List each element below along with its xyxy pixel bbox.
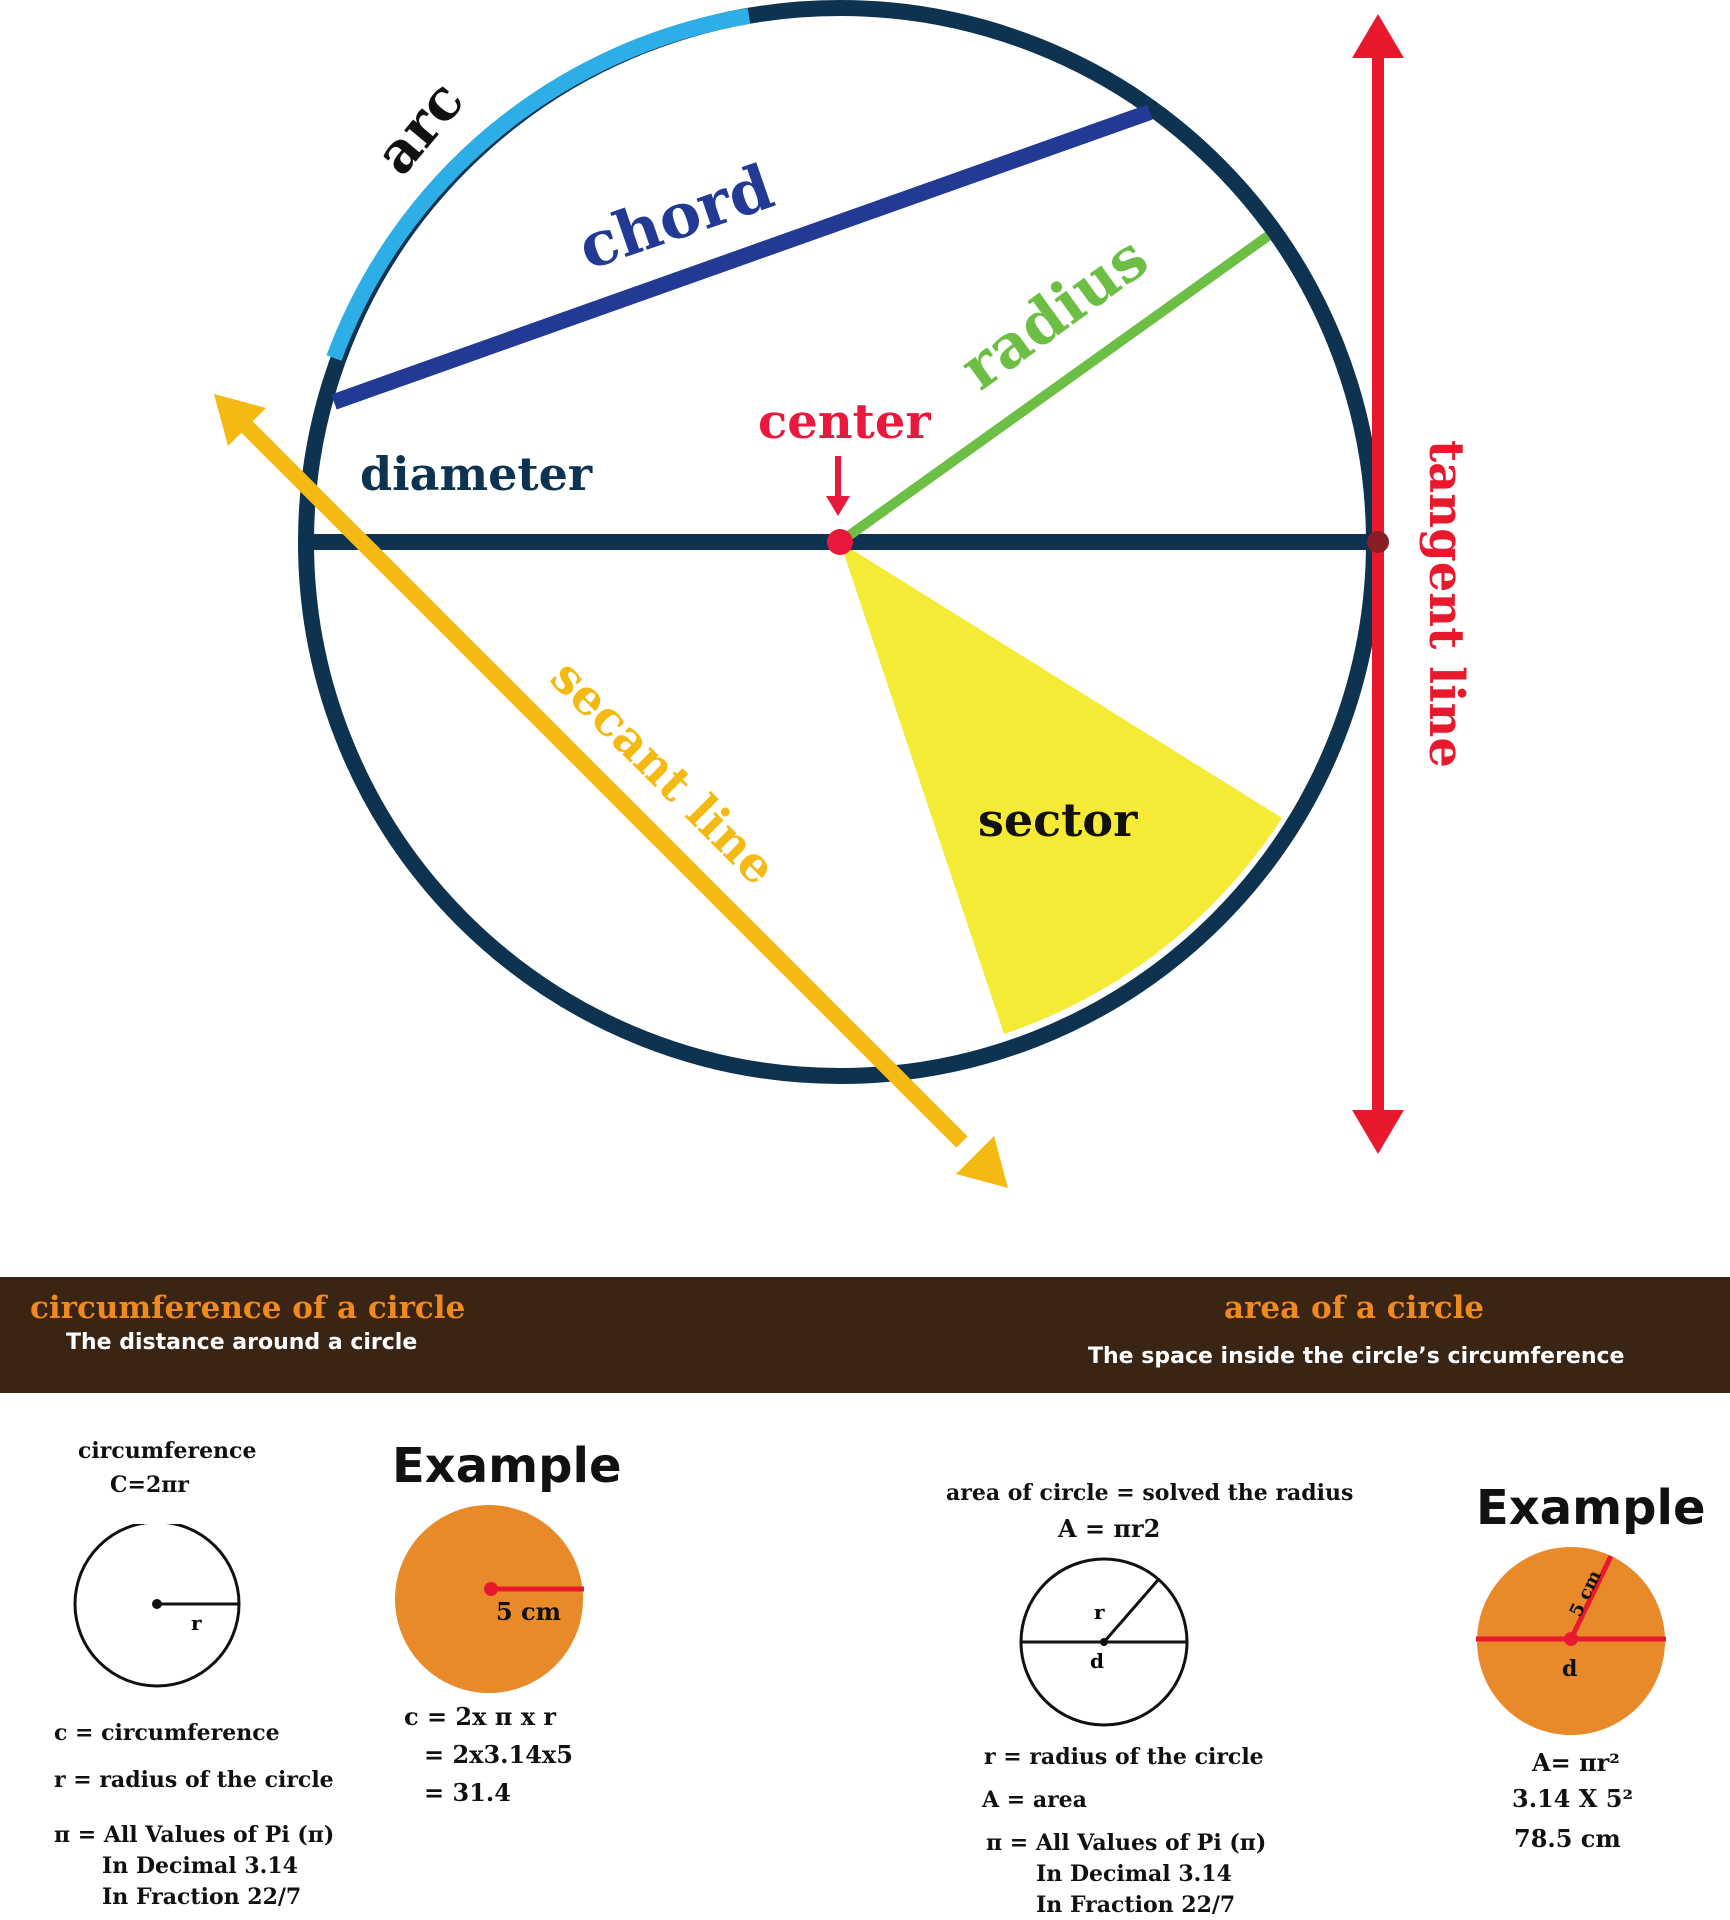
area-example-title: Example bbox=[1476, 1480, 1706, 1536]
area-calc-line-2: 3.14 X 5² bbox=[1512, 1784, 1633, 1813]
formula-header-band: circumference of a circle The distance a… bbox=[0, 1277, 1730, 1393]
secant-line bbox=[226, 406, 968, 1148]
calc-line-3: = 31.4 bbox=[424, 1778, 511, 1807]
calc-line-2: = 2x3.14x5 bbox=[424, 1740, 573, 1769]
arc-segment bbox=[326, 8, 751, 361]
area-example-d-label: d bbox=[1562, 1656, 1577, 1682]
circumference-formula: C=2πr bbox=[110, 1472, 189, 1498]
area-d-label: d bbox=[1090, 1649, 1104, 1673]
tangent-arrowhead-bottom bbox=[1352, 1110, 1404, 1154]
area-title: area of a circle bbox=[1224, 1290, 1485, 1326]
legend-r: r = radius of the circle bbox=[54, 1767, 334, 1793]
calc-line-1: c = 2x π x r bbox=[404, 1702, 557, 1731]
circumference-example-diagram: 5 cm bbox=[395, 1505, 584, 1693]
circumference-title: circumference of a circle bbox=[30, 1290, 466, 1326]
area-example-diagram: 5 cm d bbox=[1476, 1547, 1666, 1735]
chord-line bbox=[331, 104, 1153, 410]
tangent-arrowhead-top bbox=[1352, 14, 1404, 58]
legend-c: c = circumference bbox=[54, 1720, 280, 1746]
center-point bbox=[827, 529, 853, 555]
area-r-label: r bbox=[1094, 1600, 1105, 1624]
tangent-point bbox=[1367, 531, 1389, 553]
area-legend-a: A = area bbox=[982, 1787, 1087, 1813]
circumference-example-title: Example bbox=[392, 1438, 622, 1494]
area-legend-fraction: In Fraction 22/7 bbox=[1036, 1892, 1236, 1918]
area-diagram: r d bbox=[1019, 1557, 1189, 1727]
area-formula: A = πr2 bbox=[1058, 1514, 1161, 1543]
secant-label: secant line bbox=[540, 649, 787, 896]
secant-arrowhead-bottom bbox=[956, 1136, 1008, 1188]
area-legend-pi: π = All Values of Pi (π) bbox=[986, 1830, 1267, 1856]
sector-label: sector bbox=[978, 793, 1138, 847]
example-5cm-label: 5 cm bbox=[496, 1597, 561, 1626]
circumference-r-label: r bbox=[191, 1611, 202, 1635]
center-arrow bbox=[826, 456, 850, 516]
radius-line bbox=[837, 231, 1271, 547]
secant-arrowhead-top bbox=[214, 394, 266, 446]
tangent-label: tangent line bbox=[1418, 440, 1474, 768]
diameter-label: diameter bbox=[360, 447, 593, 501]
legend-fraction: In Fraction 22/7 bbox=[102, 1884, 302, 1910]
area-heading: area of circle = solved the radius bbox=[946, 1480, 1354, 1506]
area-subtitle: The space inside the circle’s circumfere… bbox=[1088, 1344, 1625, 1369]
radius-label: radius bbox=[948, 223, 1161, 405]
area-legend-r: r = radius of the circle bbox=[984, 1744, 1264, 1770]
legend-pi: π = All Values of Pi (π) bbox=[54, 1822, 335, 1848]
sector-shape bbox=[840, 542, 1282, 1034]
circumference-diagram: r bbox=[73, 1524, 241, 1688]
circumference-heading: circumference bbox=[78, 1438, 257, 1464]
chord-label: chord bbox=[569, 150, 782, 284]
circle-parts-diagram: arc chord radius center diameter secant … bbox=[214, 0, 1474, 1188]
circumference-subtitle: The distance around a circle bbox=[66, 1330, 418, 1355]
legend-decimal: In Decimal 3.14 bbox=[102, 1853, 298, 1879]
area-calc-line-3: 78.5 cm bbox=[1514, 1824, 1621, 1853]
center-label: center bbox=[758, 394, 931, 450]
area-calc-line-1: A= πr² bbox=[1532, 1748, 1620, 1777]
area-legend-decimal: In Decimal 3.14 bbox=[1036, 1861, 1232, 1887]
